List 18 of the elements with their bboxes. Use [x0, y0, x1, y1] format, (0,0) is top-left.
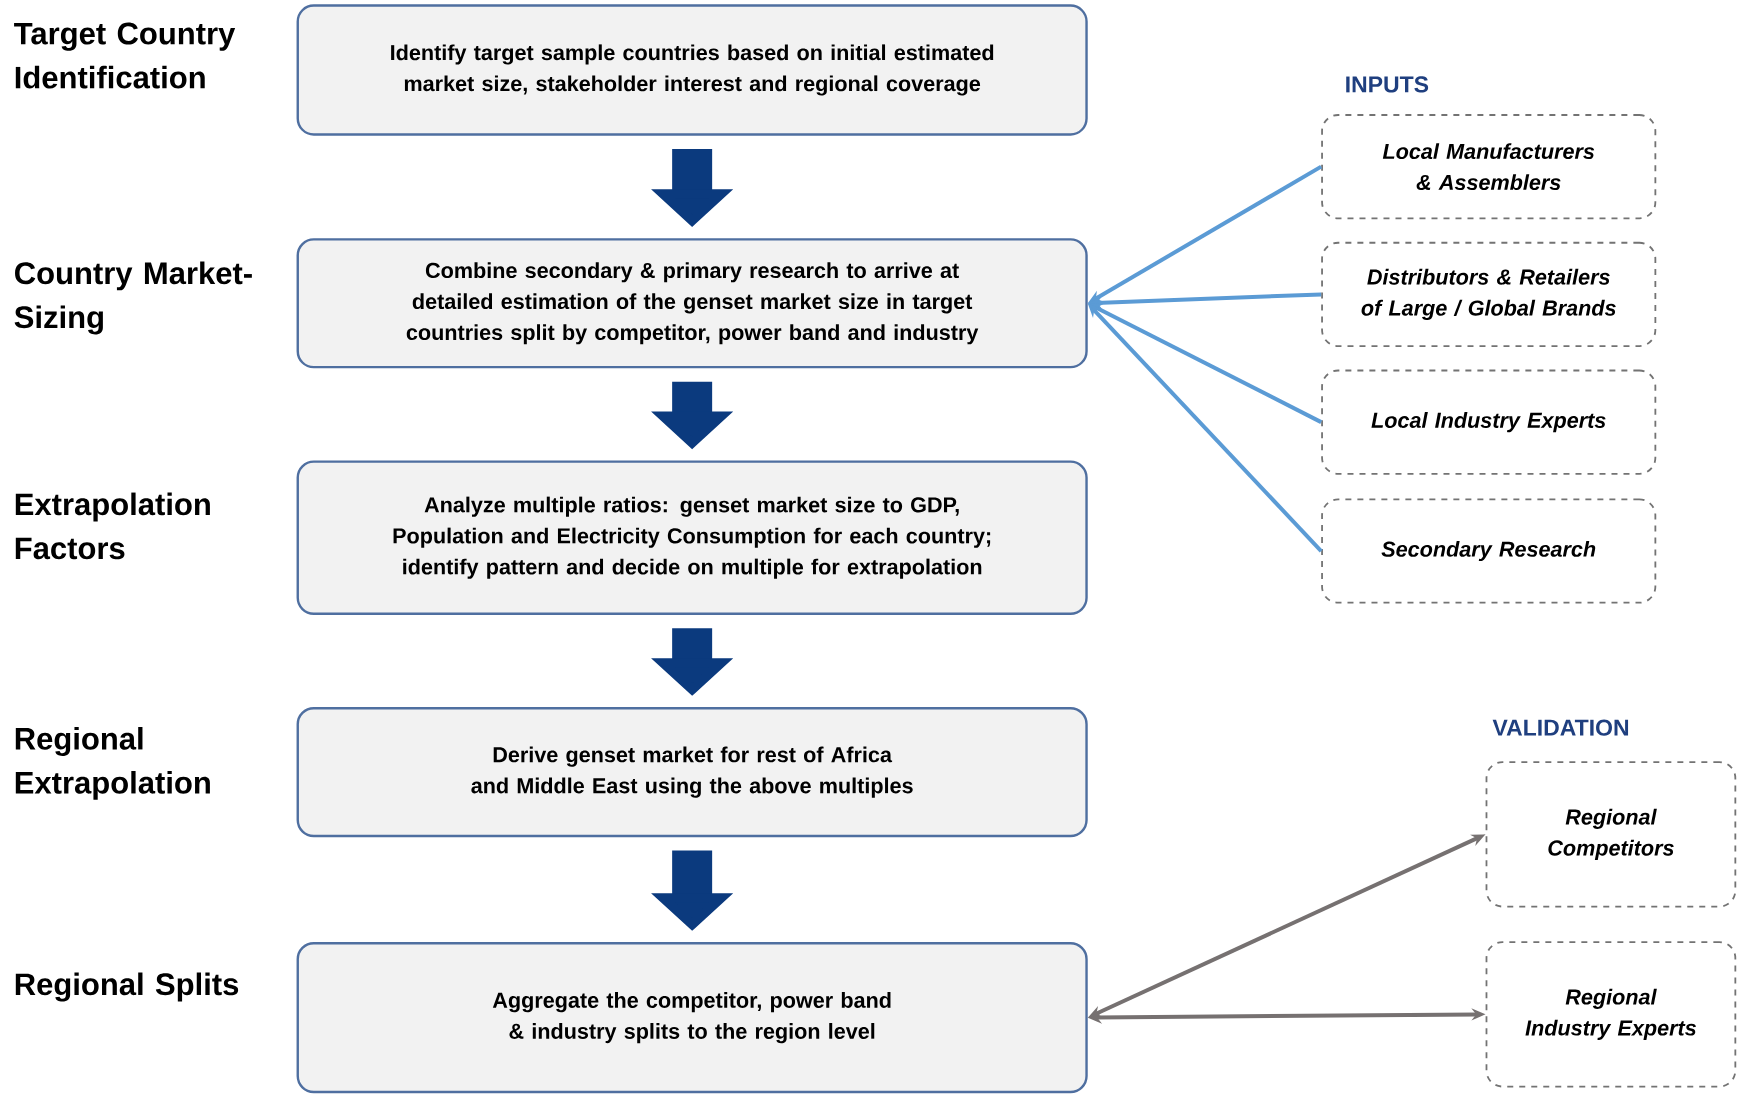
step-heading: Regional Extrapolation [15, 727, 210, 800]
process-box: Analyze multiple ratios: genset market size to GDP, Population and Electricity Consumption for each country; identify pattern and decide on multiple for extrapolation [296, 460, 1088, 615]
source-box: Regional Industry Experts [1485, 941, 1737, 1088]
step-heading: Extrapolation Factors [15, 492, 210, 560]
source-box: Distributors & Retailers of Large / Global Brands [1321, 241, 1657, 347]
process-box: Identify target sample countries based on initial estimated market size, stakeholder interest and regional coverage [296, 4, 1088, 136]
source-box: Secondary Research [1321, 498, 1657, 604]
process-box: Combine secondary & primary research to arrive at detailed estimation of the genset market size in target countries split by competitor, power band and industry [296, 238, 1088, 369]
process-box: Derive genset market for rest of Africa and Middle East using the above multiples [296, 707, 1088, 838]
source-box: Regional Competitors [1485, 761, 1737, 908]
source-box: Local Industry Experts [1321, 369, 1657, 475]
section-heading: INPUTS [1346, 76, 1429, 93]
step-heading: Target Country Identification [14, 22, 236, 89]
section-heading: VALIDATION [1492, 719, 1629, 736]
step-heading: Country Market-Sizing [14, 261, 252, 335]
source-box: Local Manufacturers & Assemblers [1321, 114, 1657, 220]
process-box: Aggregate the competitor, power band & industry splits to the region level [296, 942, 1088, 1094]
step-heading: Regional Splits [15, 972, 239, 1002]
